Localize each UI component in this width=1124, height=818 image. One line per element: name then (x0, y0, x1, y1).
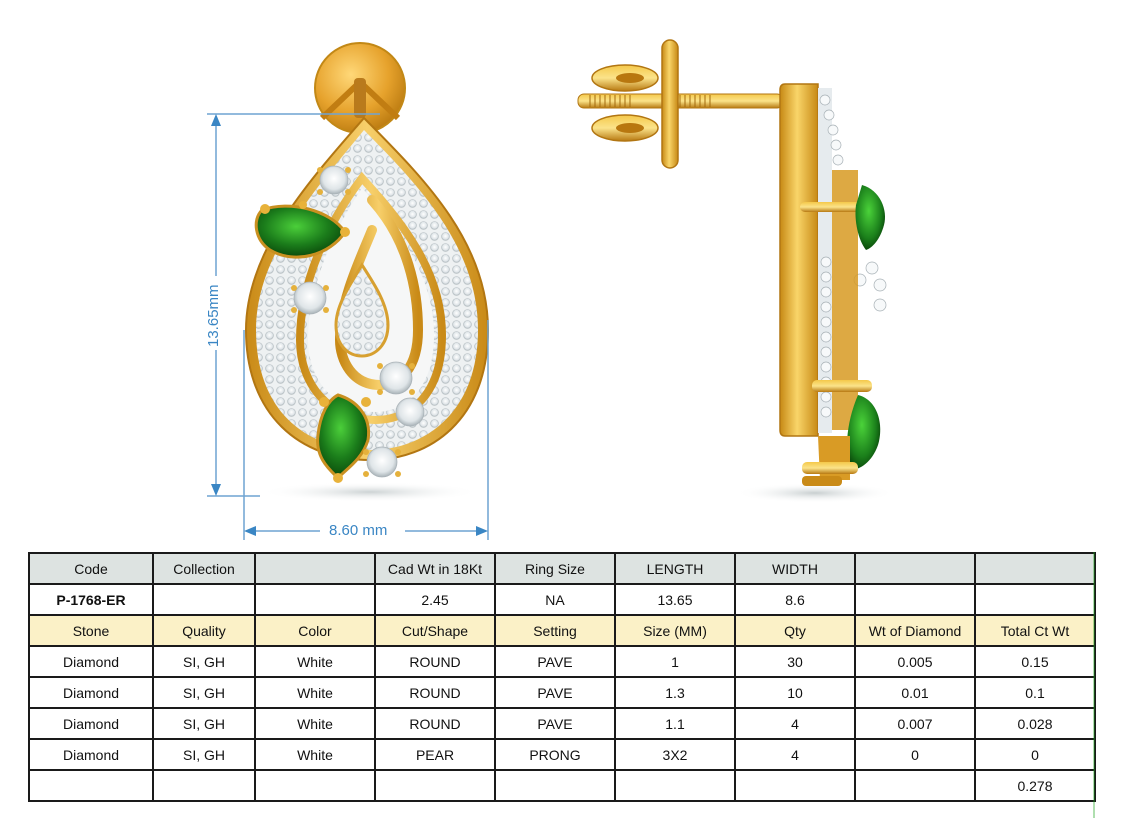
value-width: 8.6 (734, 583, 856, 616)
value-collection (152, 583, 256, 616)
table-row: Diamond SI, GH White ROUND PAVE 1.3 10 0… (28, 676, 1096, 709)
cell-setting: PAVE (494, 707, 616, 740)
header-stone: Stone (28, 614, 154, 647)
header-qty: Qty (734, 614, 856, 647)
cell-qty: 4 (734, 707, 856, 740)
cell-color: White (254, 645, 376, 678)
cell-color: White (254, 738, 376, 771)
cell-cut-shape: PEAR (374, 738, 496, 771)
cell-size-mm: 3X2 (614, 738, 736, 771)
cell-cut-shape: ROUND (374, 707, 496, 740)
cell-quality: SI, GH (152, 676, 256, 709)
total-carat-weight: 0.278 (974, 769, 1096, 802)
cell-wt-of-diamond: 0.007 (854, 707, 976, 740)
cell-stone: Diamond (28, 738, 154, 771)
cell-stone: Diamond (28, 676, 154, 709)
total-cell-empty (614, 769, 736, 802)
cell-quality: SI, GH (152, 645, 256, 678)
cell-color: White (254, 707, 376, 740)
cell-cut-shape: ROUND (374, 645, 496, 678)
total-cell-empty (28, 769, 154, 802)
cell-size-mm: 1.3 (614, 676, 736, 709)
cell-wt-of-diamond: 0.005 (854, 645, 976, 678)
table-row: Diamond SI, GH White ROUND PAVE 1 30 0.0… (28, 645, 1096, 678)
table-row: Diamond SI, GH White PEAR PRONG 3X2 4 0 … (28, 738, 1096, 771)
header-empty-1 (254, 552, 376, 585)
cell-color: White (254, 676, 376, 709)
total-cell-empty (494, 769, 616, 802)
cell-size-mm: 1 (614, 645, 736, 678)
cell-total-ct-wt: 0 (974, 738, 1096, 771)
cell-cut-shape: ROUND (374, 676, 496, 709)
table-row: Diamond SI, GH White ROUND PAVE 1.1 4 0.… (28, 707, 1096, 740)
header-empty-2 (854, 552, 976, 585)
cell-setting: PRONG (494, 738, 616, 771)
specification-table: Code Collection Cad Wt in 18Kt Ring Size… (28, 552, 1096, 802)
value-empty-1 (254, 583, 376, 616)
stone-header-row: Stone Quality Color Cut/Shape Setting Si… (28, 614, 1096, 647)
table-edge-marker (1093, 552, 1095, 818)
cell-total-ct-wt: 0.15 (974, 645, 1096, 678)
cell-setting: PAVE (494, 676, 616, 709)
cell-total-ct-wt: 0.1 (974, 676, 1096, 709)
header-cut-shape: Cut/Shape (374, 614, 496, 647)
cell-wt-of-diamond: 0.01 (854, 676, 976, 709)
side-view-earring-image (577, 39, 895, 503)
header-wt-of-diamond: Wt of Diamond (854, 614, 976, 647)
header-width: WIDTH (734, 552, 856, 585)
width-dimension-label: 8.60 mm (326, 522, 391, 539)
header-cad-weight: Cad Wt in 18Kt (374, 552, 496, 585)
header-total-ct-wt: Total Ct Wt (974, 614, 1096, 647)
total-cell-empty (254, 769, 376, 802)
total-cell-empty (152, 769, 256, 802)
header-size-mm: Size (MM) (614, 614, 736, 647)
front-view-earring-image (244, 42, 490, 502)
header-empty-3 (974, 552, 1096, 585)
cell-size-mm: 1.1 (614, 707, 736, 740)
cell-qty: 4 (734, 738, 856, 771)
cell-stone: Diamond (28, 707, 154, 740)
header-quality: Quality (152, 614, 256, 647)
total-cell-empty (854, 769, 976, 802)
dimension-lines (207, 113, 489, 540)
header-color: Color (254, 614, 376, 647)
value-ring-size: NA (494, 583, 616, 616)
cell-total-ct-wt: 0.028 (974, 707, 1096, 740)
header-length: LENGTH (614, 552, 736, 585)
cell-wt-of-diamond: 0 (854, 738, 976, 771)
header-setting: Setting (494, 614, 616, 647)
value-cad-weight: 2.45 (374, 583, 496, 616)
total-row: 0.278 (28, 769, 1096, 802)
product-value-row: P-1768-ER 2.45 NA 13.65 8.6 (28, 583, 1096, 616)
cell-quality: SI, GH (152, 707, 256, 740)
header-collection: Collection (152, 552, 256, 585)
header-ring-size: Ring Size (494, 552, 616, 585)
value-empty-3 (974, 583, 1096, 616)
value-length: 13.65 (614, 583, 736, 616)
total-cell-empty (734, 769, 856, 802)
total-cell-empty (374, 769, 496, 802)
cell-stone: Diamond (28, 645, 154, 678)
header-code: Code (28, 552, 154, 585)
value-empty-2 (854, 583, 976, 616)
value-code: P-1768-ER (28, 583, 154, 616)
cell-quality: SI, GH (152, 738, 256, 771)
length-dimension-label: 13.65mm (205, 281, 222, 350)
cell-qty: 30 (734, 645, 856, 678)
cell-setting: PAVE (494, 645, 616, 678)
cell-qty: 10 (734, 676, 856, 709)
product-header-row: Code Collection Cad Wt in 18Kt Ring Size… (28, 552, 1096, 585)
